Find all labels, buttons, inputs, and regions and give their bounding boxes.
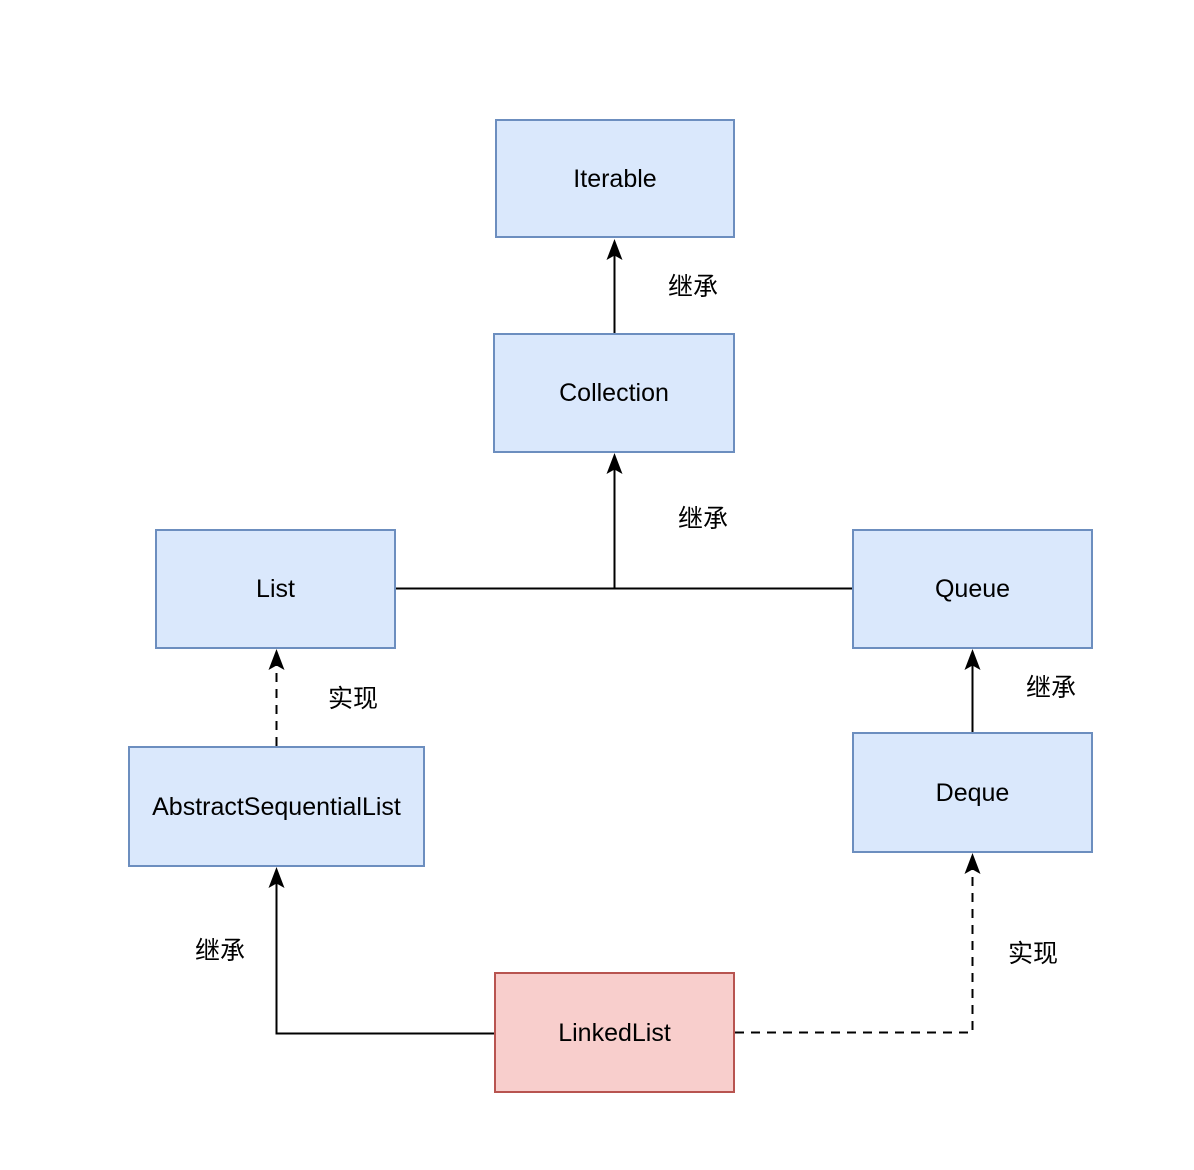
edge-linkedlist-deque [735,853,981,1034]
node-list-label: List [256,575,295,603]
node-queue-label: Queue [934,575,1011,603]
edge-linkedlist-asl [268,867,494,1035]
node-iterable-label: Iterable [573,164,657,193]
node-collection: Collection [493,333,735,453]
arrowhead-icon [268,649,285,670]
node-iterable: Iterable [495,119,735,238]
edge-label-implement-asl-list: 实现 [328,685,379,713]
node-deque-label: Deque [935,778,1010,807]
arrowhead-icon [964,853,981,874]
edge-label-inherit-listqueue-collection: 继承 [678,505,729,533]
edge-label-inherit-linkedlist-asl: 继承 [195,937,246,965]
node-queue: Queue [852,529,1093,649]
edge-asl-list [268,649,285,746]
arrowhead-icon [606,239,623,260]
edge-listqueue-collection [396,453,852,590]
arrowhead-icon [606,453,623,474]
node-list: List [155,529,396,649]
node-linked-list-label: LinkedList [558,1018,671,1047]
node-deque: Deque [852,732,1093,853]
edge-deque-queue [964,649,981,732]
edge-label-inherit-deque-queue: 继承 [1026,674,1077,702]
node-collection-label: Collection [559,379,669,407]
node-abstract-sequential-list-label: AbstractSequentialList [152,792,401,821]
node-linked-list: LinkedList [494,972,735,1093]
edge-collection-iterable [606,239,623,333]
edge-label-implement-linkedlist-deque: 实现 [1008,940,1059,968]
arrowhead-icon [964,649,981,670]
node-abstract-sequential-list: AbstractSequentialList [128,746,425,867]
arrowhead-icon [268,867,285,888]
edge-label-inherit-collection-iterable: 继承 [668,273,719,301]
